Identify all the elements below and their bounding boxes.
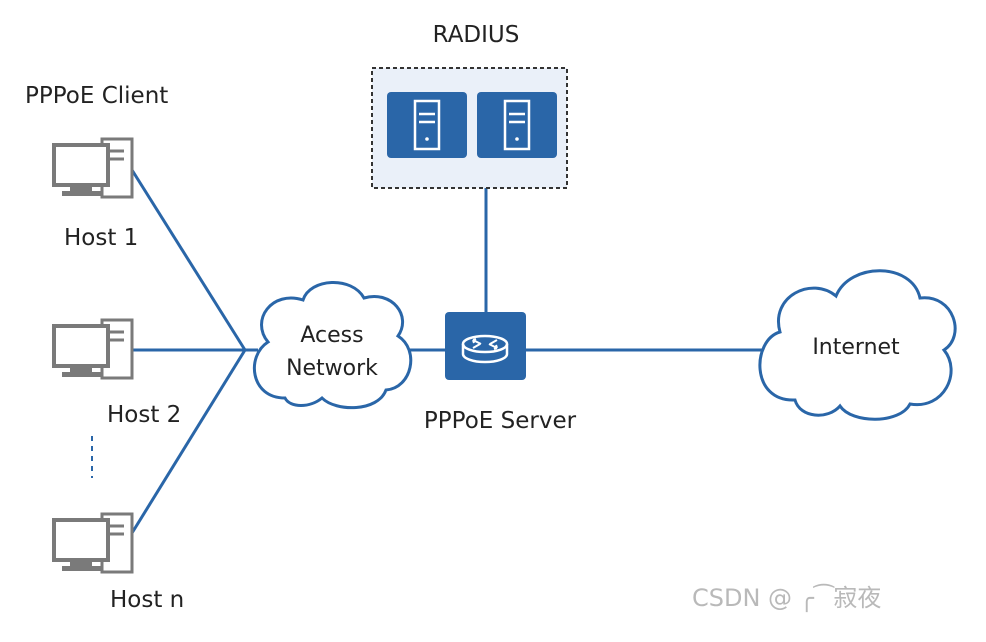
- internet-cloud-icon: Internet: [758, 269, 957, 421]
- radius-server-group: [371, 67, 568, 189]
- access-network-label-line1: Acess: [300, 323, 363, 348]
- access-network-label-line2: Network: [286, 356, 378, 381]
- connection-lines: [130, 169, 762, 534]
- host2-label: Host 2: [107, 402, 181, 428]
- hostn-label: Host n: [110, 587, 184, 613]
- csdn-watermark: CSDN @ ╭⁀寂夜: [692, 583, 881, 613]
- access-network-cloud-icon: Acess Network: [253, 281, 413, 410]
- link-host1-access: [130, 169, 247, 351]
- host1-label: Host 1: [64, 225, 138, 251]
- radius-server-2-icon: [477, 92, 557, 158]
- internet-label: Internet: [812, 335, 900, 360]
- radius-server-1-icon: [387, 92, 467, 158]
- host1-computer-icon: [52, 137, 134, 199]
- link-hostn-access: [130, 349, 247, 534]
- hostn-computer-icon: [52, 512, 134, 574]
- pppoe-server-label: PPPoE Server: [424, 408, 577, 434]
- pppoe-client-label: PPPoE Client: [25, 83, 168, 109]
- radius-label: RADIUS: [433, 22, 520, 48]
- host2-computer-icon: [52, 318, 134, 380]
- pppoe-server-router-icon: [445, 312, 526, 380]
